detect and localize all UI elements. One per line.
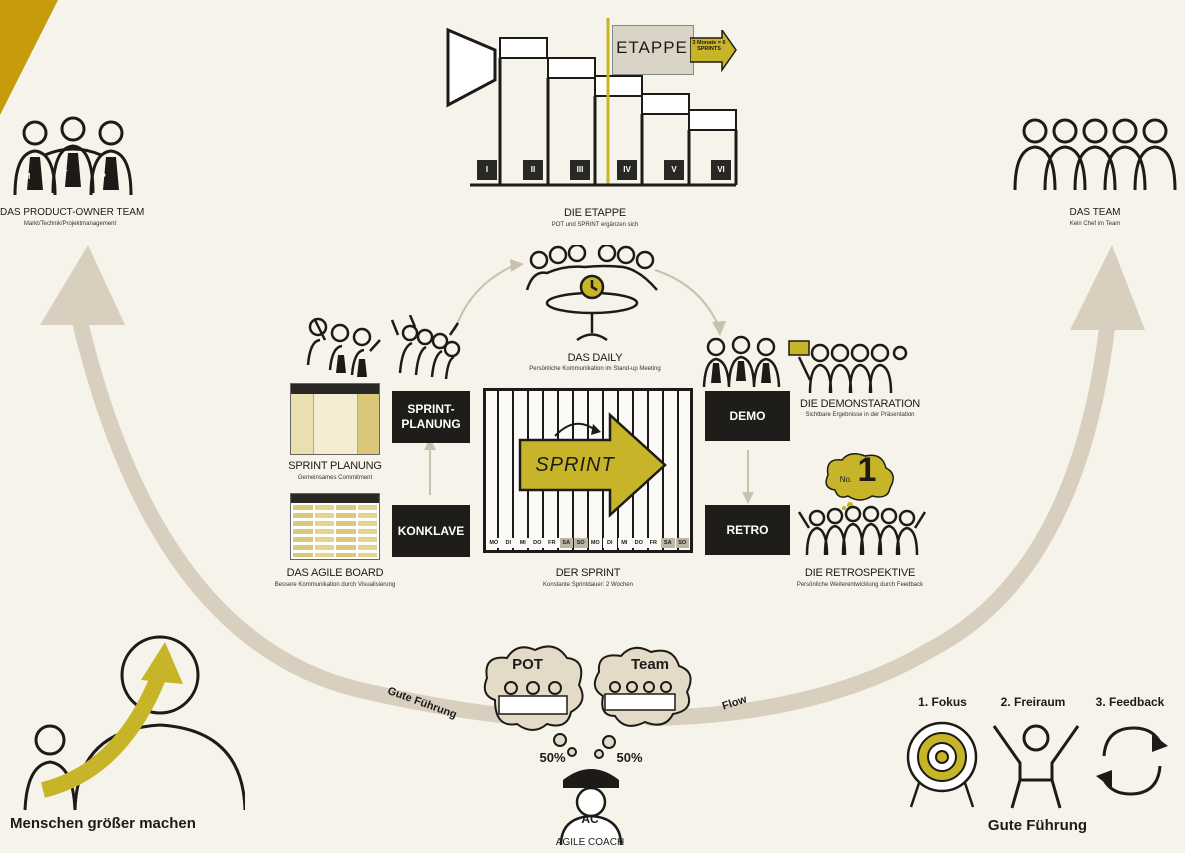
coach-right-percent: 50% [616, 750, 643, 765]
coach-badge: AC [581, 812, 599, 826]
po-team-title: DAS PRODUCT-OWNER TEAM [0, 207, 145, 218]
corner-accent [0, 0, 58, 115]
menschen-title: Menschen größer machen [10, 815, 196, 832]
demo-box: DEMO [705, 391, 790, 441]
sprint-day-12: FR [646, 538, 660, 548]
sprint-planning-board [290, 383, 380, 455]
daily-subtitle: Persönliche Kommunikation im Stand-up Me… [529, 366, 661, 372]
sprint-day-4: DO [530, 538, 544, 548]
etappe-step-1: I [477, 160, 497, 180]
target-icon [906, 721, 978, 808]
sprint-day-5: FR [545, 538, 559, 548]
sprint-day-8: MO [588, 538, 602, 548]
team-subtitle: Kein Chef im Team [1069, 221, 1121, 227]
demo-people-icon [702, 335, 781, 388]
demo-audience-icon [788, 340, 908, 394]
agile-board-subtitle: Bessere Kommunikation durch Visualisieru… [274, 582, 396, 588]
etappe-subtitle: POT und SPRINT ergänzen sich [551, 222, 639, 228]
sprint-title: DER SPRINT [555, 567, 621, 579]
konklave-box: KONKLAVE [392, 505, 470, 557]
retro-badge-number: 1 [857, 451, 877, 489]
sprint-arrow-icon [518, 412, 667, 518]
retro-title: DIE RETROSPEKTIVE [804, 567, 916, 579]
retro-box: RETRO [705, 505, 790, 555]
sprint-day-14: SO [675, 538, 689, 548]
etappe-step-3: III [570, 160, 590, 180]
etappe-step-5: V [664, 160, 684, 180]
sprint-planning-subtitle: Gemeinsames Commitment [297, 475, 373, 481]
tie-label-p: P [100, 172, 106, 181]
demo-subtitle: Sichtbare Ergebnisse in der Präsentation [805, 412, 915, 418]
sprint-day-9: DI [603, 538, 617, 548]
etappe-banner-note: 3 Monate = 6 SPRINTS [692, 40, 726, 53]
retro-number-one-cloud-icon [825, 453, 894, 510]
etappe-step-4: IV [617, 160, 637, 180]
sprint-day-3: MI [516, 538, 530, 548]
etappe-step-6: VI [711, 160, 731, 180]
etappe-banner [612, 25, 694, 75]
coach-left-percent: 50% [539, 750, 566, 765]
po-team-people-icon [13, 116, 133, 196]
menschen-groesser-icon [23, 635, 245, 811]
sprint-day-11: DO [632, 538, 646, 548]
freiraum-person-icon [992, 724, 1080, 809]
etappe-arrow-icon [690, 30, 737, 72]
daily-title: DAS DAILY [567, 352, 623, 364]
sprint-day-10: MI [617, 538, 631, 548]
etappe-step-2: II [523, 160, 543, 180]
sprint-day-1: MO [487, 538, 501, 548]
sprint-day-6: SA [559, 538, 573, 548]
team-people-icon [1013, 118, 1177, 191]
fuehrung-item-feedback: 3. Feedback [1095, 695, 1165, 709]
fuehrung-item-freiraum: 2. Freiraum [1000, 695, 1066, 709]
retro-subtitle: Persönliche Weiterentwicklung durch Feed… [796, 582, 924, 588]
fuehrung-title: Gute Führung [987, 817, 1088, 834]
etappe-staircase [446, 18, 738, 187]
etappe-title: DIE ETAPPE [564, 207, 626, 219]
sprint-planning-title: SPRINT PLANUNG [288, 460, 382, 472]
retro-people-icon [797, 505, 927, 556]
sprint-subtitle: Konstante Sprintdauer: 2 Wochen [543, 582, 633, 588]
demo-title: DIE DEMONSTARATION [800, 398, 921, 410]
sprint-day-2: DI [501, 538, 515, 548]
sprint-day-7: SO [574, 538, 588, 548]
fuehrung-item-fokus: 1. Fokus [918, 695, 967, 709]
sprint-planning-box: SPRINT- PLANUNG [392, 391, 470, 443]
tie-label-t: T [62, 169, 68, 178]
tie-label-m: M [23, 172, 31, 181]
po-team-subtitle: Markt/Technik/Projektmanagement [23, 221, 117, 227]
coach-title: AGILE COACH [555, 837, 625, 848]
feedback-cycle-icon [1096, 726, 1168, 796]
agile-board-title: DAS AGILE BOARD [286, 567, 384, 579]
coach-thought-clouds-icon [483, 645, 692, 846]
cloud-pot-label: POT [512, 656, 543, 673]
sprint-day-13: SA [661, 538, 675, 548]
daily-meeting-icon [525, 245, 658, 342]
planning-people-icon [306, 315, 461, 380]
retro-badge-prefix: No. [839, 475, 853, 484]
agile-board-image [290, 493, 380, 560]
cloud-team-label: Team [630, 656, 670, 673]
etappe-banner-label: ETAPPE [616, 38, 688, 57]
team-title: DAS TEAM [1069, 207, 1121, 218]
sprint-arrow-label: SPRINT [535, 454, 615, 476]
